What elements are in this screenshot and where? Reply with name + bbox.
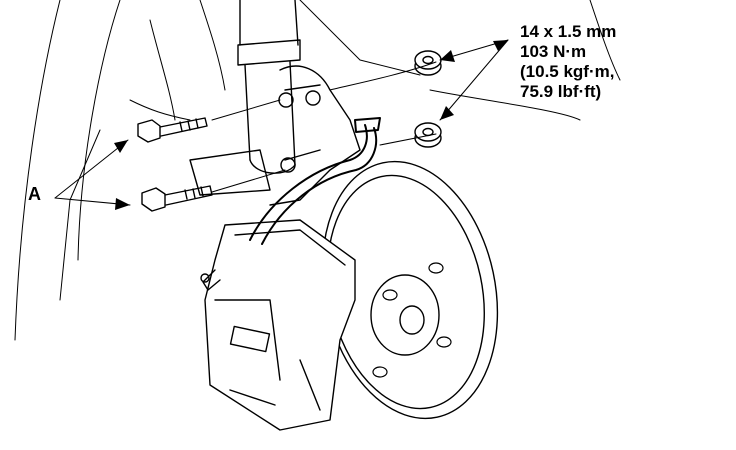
- brake-caliper-icon: [200, 219, 356, 431]
- spec-line-size: 14 x 1.5 mm: [520, 22, 617, 41]
- label-a: A: [28, 184, 41, 204]
- spec-line-torque-nm: 103 N·m: [520, 42, 587, 61]
- body-outline: [14, 0, 621, 341]
- nut-icon: [414, 122, 442, 148]
- strut-icon: [237, 0, 301, 174]
- nut-icon: [414, 50, 442, 76]
- brake-hose-icon: [249, 117, 381, 245]
- spec-line-torque-kgfm: (10.5 kgf·m,: [520, 62, 615, 81]
- spec-line-torque-lbfft: 75.9 lbf·ft): [520, 82, 602, 101]
- bolt-icon: [137, 117, 208, 143]
- steering-knuckle: [189, 65, 361, 206]
- bolt-icon: [141, 185, 213, 212]
- torque-spec-callout: 14 x 1.5 mm 103 N·m (10.5 kgf·m, 75.9 lb…: [520, 22, 616, 102]
- arrow-heads: [114, 40, 508, 210]
